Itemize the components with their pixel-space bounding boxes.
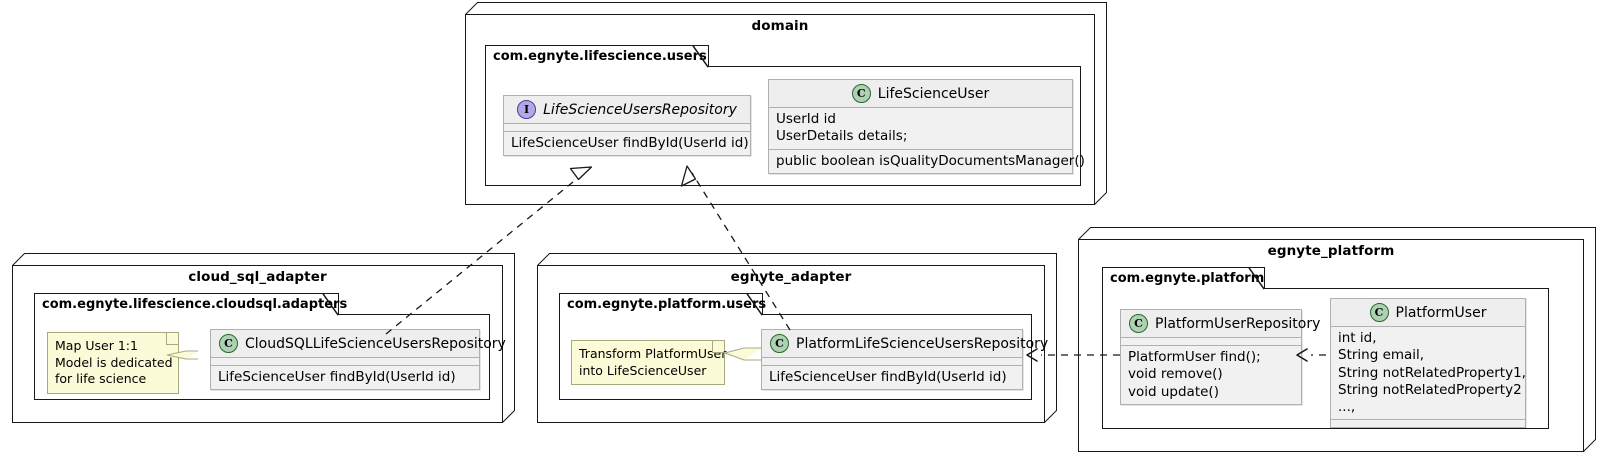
class-cloudsql-attributes — [211, 358, 479, 366]
class-lifescienceuser-name: LifeScienceUser — [877, 85, 990, 102]
node-domain: domain com.egnyte.lifescience.users I Li… — [465, 2, 1107, 205]
class-platformlifescienceusersrepository[interactable]: C PlatformLifeScienceUsersRepository Lif… — [761, 329, 1048, 391]
method-row: LifeScienceUser findById(UserId id) — [218, 369, 456, 385]
attribute-row: String notRelatedProperty2 — [1338, 381, 1522, 398]
method-row: LifeScienceUser findById(UserId id) — [769, 369, 1007, 385]
node-egnyte-platform: egnyte_platform com.egnyte.platform C Pl… — [1078, 227, 1596, 452]
class-platformuserrepository[interactable]: C PlatformUserRepository PlatformUser fi… — [1120, 309, 1320, 405]
method-row: void remove() — [1128, 366, 1223, 383]
method-row: LifeScienceUser findById(UserId id) — [511, 135, 749, 151]
class-platformlifescience-attributes — [762, 358, 1022, 366]
node-egnyte-platform-title: egnyte_platform — [1267, 243, 1395, 259]
class-badge-icon: C — [219, 334, 238, 353]
note-transform-platformuser: Transform PlatformUser into LifeScienceU… — [571, 340, 727, 386]
interface-methods-compartment: LifeScienceUser findById(UserId id) — [504, 132, 750, 155]
method-row: public boolean isQualityDocumentsManager… — [776, 152, 1085, 169]
node-domain-title: domain — [751, 18, 809, 34]
package-tab-cloudsql-adapters: com.egnyte.lifescience.cloudsql.adapters — [34, 293, 347, 316]
interface-header: I LifeScienceUsersRepository — [504, 96, 750, 124]
class-platformuser-header: C PlatformUser — [1331, 299, 1525, 327]
interface-lifescienceusersrepository[interactable]: I LifeScienceUsersRepository LifeScience… — [503, 95, 751, 157]
attribute-row: UserDetails details; — [776, 128, 908, 145]
note-line: Transform PlatformUser — [579, 346, 727, 361]
class-lifescienceuser[interactable]: C LifeScienceUser UserId id UserDetails … — [768, 79, 1085, 174]
node-cloud-sql-adapter: cloud_sql_adapter com.egnyte.lifescience… — [12, 253, 515, 423]
method-row: void update() — [1128, 383, 1219, 400]
package-tab-slant — [1248, 267, 1265, 290]
package-tab-platform-users: com.egnyte.platform.users — [559, 293, 767, 316]
note-folded-corner — [166, 332, 179, 345]
class-platformlifescience-header: C PlatformLifeScienceUsersRepository — [762, 330, 1048, 358]
class-cloudsql-name: CloudSQLLifeScienceUsersRepository — [245, 335, 506, 352]
attribute-row: UserId id — [776, 111, 836, 127]
note-line: into LifeScienceUser — [579, 362, 707, 378]
class-lifescienceuser-attributes: UserId id UserDetails details; — [769, 108, 1072, 150]
class-lifescienceuser-header: C LifeScienceUser — [769, 80, 1072, 108]
package-tab-slant — [322, 293, 339, 316]
class-cloudsql-header: C CloudSQLLifeScienceUsersRepository — [211, 330, 506, 358]
class-platformlifescience-name: PlatformLifeScienceUsersRepository — [796, 335, 1049, 352]
package-tab-platform: com.egnyte.platform — [1102, 267, 1265, 290]
package-label: com.egnyte.platform.users — [567, 297, 767, 312]
attribute-row: String notRelatedProperty1, — [1338, 364, 1526, 381]
class-badge-icon: C — [851, 84, 871, 103]
attribute-row: int id, — [1338, 330, 1377, 346]
interface-name: LifeScienceUsersRepository — [543, 101, 737, 118]
note-folded-corner — [712, 340, 725, 353]
note-line: Map User 1:1 — [55, 338, 138, 353]
class-cloudsql-methods: LifeScienceUser findById(UserId id) — [211, 366, 479, 389]
class-platformuser[interactable]: C PlatformUser int id, String email, Str… — [1330, 298, 1526, 429]
attribute-row: ..., — [1338, 399, 1356, 416]
class-platformlifescience-methods: LifeScienceUser findById(UserId id) — [762, 366, 1022, 389]
note-map-user: Map User 1:1 Model is dedicated for life… — [47, 332, 179, 394]
package-tab-slant — [692, 45, 709, 68]
class-platformuser-attributes: int id, String email, String notRelatedP… — [1331, 327, 1526, 421]
interface-badge-icon: I — [517, 100, 537, 119]
class-badge-icon: C — [1369, 303, 1389, 322]
node-cloud-sql-adapter-title: cloud_sql_adapter — [188, 269, 327, 285]
class-cloudsqllifescienceusersrepository[interactable]: C CloudSQLLifeScienceUsersRepository Lif… — [210, 329, 506, 391]
package-tab-lifescience-users: com.egnyte.lifescience.users — [485, 45, 709, 68]
class-platformuserrepository-name: PlatformUserRepository — [1155, 315, 1321, 332]
class-platformuser-name: PlatformUser — [1395, 304, 1487, 321]
package-label: com.egnyte.platform — [1110, 271, 1265, 286]
node-egnyte-adapter: egnyte_adapter com.egnyte.platform.users… — [537, 253, 1057, 423]
package-label: com.egnyte.lifescience.users — [493, 49, 707, 64]
class-badge-icon: C — [1129, 314, 1148, 333]
package-tab-slant — [746, 293, 763, 316]
class-lifescienceuser-methods: public boolean isQualityDocumentsManager… — [769, 150, 1085, 173]
class-badge-icon: C — [770, 334, 789, 353]
note-line: Model is dedicated — [55, 354, 173, 370]
method-row: PlatformUser find(); — [1128, 349, 1261, 365]
class-platformuserrepository-header: C PlatformUserRepository — [1121, 310, 1320, 338]
interface-attributes-compartment — [504, 124, 750, 132]
attribute-row: String email, — [1338, 347, 1425, 364]
note-line: for life science — [55, 371, 147, 387]
package-label: com.egnyte.lifescience.cloudsql.adapters — [42, 297, 348, 312]
class-platformuser-methods — [1331, 420, 1525, 427]
class-platformuserrepository-attributes — [1121, 338, 1301, 346]
class-platformuserrepository-methods: PlatformUser find(); void remove() void … — [1121, 346, 1301, 404]
node-egnyte-adapter-title: egnyte_adapter — [730, 269, 852, 285]
